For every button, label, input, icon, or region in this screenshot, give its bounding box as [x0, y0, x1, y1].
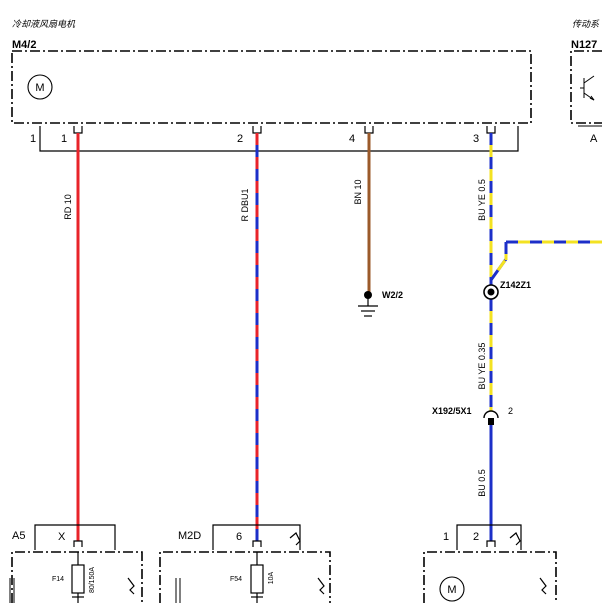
m2d-pin-box: [212, 524, 301, 550]
fuse-rating-f14: 80/150A: [89, 567, 96, 593]
a5-pin-x: X: [58, 531, 66, 543]
wire-label-bu-ye-0-5: BU YE 0.5: [477, 179, 487, 221]
component-title-right: 传动系: [572, 19, 600, 29]
pin-label-1: 1: [61, 133, 67, 145]
motor-symbol: M: [27, 74, 53, 100]
bottom-right-pin-2: 2: [473, 531, 479, 543]
wire-label-bu-ye-0-35: BU YE 0.35: [477, 343, 487, 390]
component-title: 冷却液风扇电机: [12, 19, 76, 29]
pin-connector-1: [73, 126, 83, 134]
pin-label-outer: 1: [30, 133, 36, 145]
component-id-m2d: M2D: [178, 530, 201, 542]
svg-text:M: M: [35, 82, 44, 94]
transistor-icon: [580, 75, 595, 101]
connector-icon: [483, 410, 499, 425]
connector-pin: 2: [508, 406, 513, 416]
bottom-right-pin-1: 1: [443, 531, 449, 543]
pin-label-4: 4: [349, 133, 355, 145]
bottom-right-box: [423, 551, 557, 603]
pin-label-3: 3: [473, 133, 479, 145]
splice-label: Z142Z1: [500, 280, 531, 290]
m2d-internal-symbol: [175, 578, 181, 603]
wire-bu-ye-branch: [489, 240, 602, 281]
wire-label-rd-10: RD 10: [63, 194, 73, 220]
fuse-icon-f54: [250, 552, 264, 603]
n127-pin-a: A: [590, 133, 598, 145]
wire-label-bn-10: BN 10: [353, 179, 363, 204]
component-id-n127: N127: [571, 39, 597, 51]
bottom-right-pin-connector: [486, 540, 496, 547]
a5-pin-connector: [73, 540, 83, 547]
a5-internal-symbol: [9, 578, 15, 603]
a5-pin-box: [34, 524, 116, 550]
splice-icon: [483, 284, 499, 300]
bottom-right-pin-box: [456, 524, 522, 550]
switch-icon: [317, 577, 325, 595]
pin-connector-3: [486, 126, 496, 134]
m2d-pin-6: 6: [236, 531, 242, 543]
pin-strip: [39, 126, 519, 152]
n127-box: [570, 50, 602, 124]
wire-label-r-dbu1: R DBU1: [240, 188, 250, 221]
connector-label: X192/5X1: [432, 406, 472, 416]
pin-label-2: 2: [237, 133, 243, 145]
spring-contact-icon: [289, 532, 301, 546]
fuse-id-f14: F14: [52, 576, 64, 583]
ground-label: W2/2: [382, 290, 403, 300]
component-id-a5: A5: [12, 530, 25, 542]
switch-icon: [127, 577, 135, 595]
motor-symbol-bottom: M: [439, 576, 465, 602]
pin-connector-2: [252, 126, 262, 134]
pin-connector-4: [364, 126, 374, 134]
spring-contact-icon: [509, 532, 521, 546]
fuse-rating-f54: 10A: [268, 571, 275, 584]
svg-text:M: M: [447, 584, 456, 596]
a5-box: [11, 551, 143, 603]
m2d-box: [159, 551, 331, 603]
wire-label-bu-0-5: BU 0.5: [477, 469, 487, 497]
m2d-pin-connector: [252, 540, 262, 547]
ground-icon: [358, 291, 378, 317]
fuse-icon-f14: [71, 552, 85, 603]
component-id-m4-2: M4/2: [12, 39, 36, 51]
m4-2-box: [11, 50, 532, 124]
fuse-id-f54: F54: [230, 576, 242, 583]
switch-icon: [539, 577, 547, 595]
